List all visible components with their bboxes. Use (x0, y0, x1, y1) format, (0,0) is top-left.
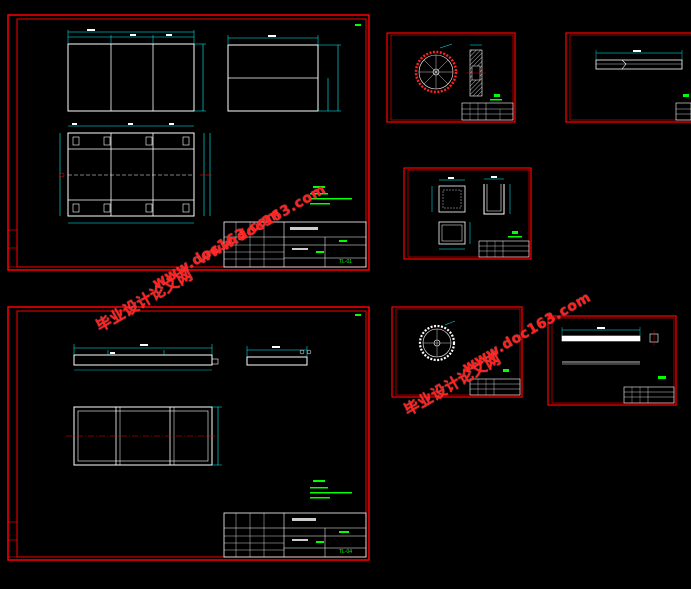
drawing-sheet-6 (391, 306, 523, 398)
sheet-3-title-block (461, 94, 514, 121)
drawing-sheet-2: TL-04 (7, 306, 370, 561)
drawing-sheet-7 (547, 315, 677, 406)
drawing-sheet-5 (403, 167, 532, 260)
sheet-7-shaft-elevation (561, 327, 659, 346)
sheet-7-title-block (623, 376, 675, 404)
sheet-5-title-block (478, 231, 530, 258)
sheet-2-beam-elevation (73, 344, 219, 371)
sheet-3-gear (414, 43, 458, 94)
sheet-2-beam-side (246, 346, 312, 366)
sheet-1-drawing-number: TL-01 (339, 259, 352, 265)
sheet-1-front-view (67, 29, 206, 112)
sheet-2-title-block: TL-04 (223, 512, 367, 558)
sheet-1-technical-notes (310, 24, 361, 205)
sheet-2-technical-notes (310, 314, 361, 499)
sheet-5-plan-view (438, 221, 471, 250)
drawing-sheet-4 (565, 32, 691, 123)
sheet-2-frame-plan (66, 406, 222, 466)
sheet-2-outer-frame (7, 306, 370, 561)
sheet-5-side-view (483, 176, 511, 215)
sheet-6-gear (418, 320, 456, 362)
sheet-1-title-block: TL-01 (223, 221, 367, 268)
sheet-1-outer-frame (7, 14, 370, 271)
sheet-1-plan-view (59, 123, 212, 224)
sheet-1-side-view (227, 35, 341, 112)
sheet-4-shaft (595, 50, 683, 70)
sheet-6-title-block (469, 369, 521, 396)
sheet-2-drawing-number: TL-04 (339, 549, 352, 555)
sheet-5-front-view (431, 177, 466, 213)
sheet-7-shaft-plan (562, 361, 640, 365)
sheet-3-gear-section (466, 44, 486, 97)
drawing-sheet-1: TL-01 (7, 14, 370, 271)
sheet-1-inner-frame (16, 18, 367, 268)
drawing-sheet-3 (386, 32, 516, 123)
sheet-2-inner-frame (16, 310, 367, 558)
sheet-4-title-block (675, 94, 691, 121)
